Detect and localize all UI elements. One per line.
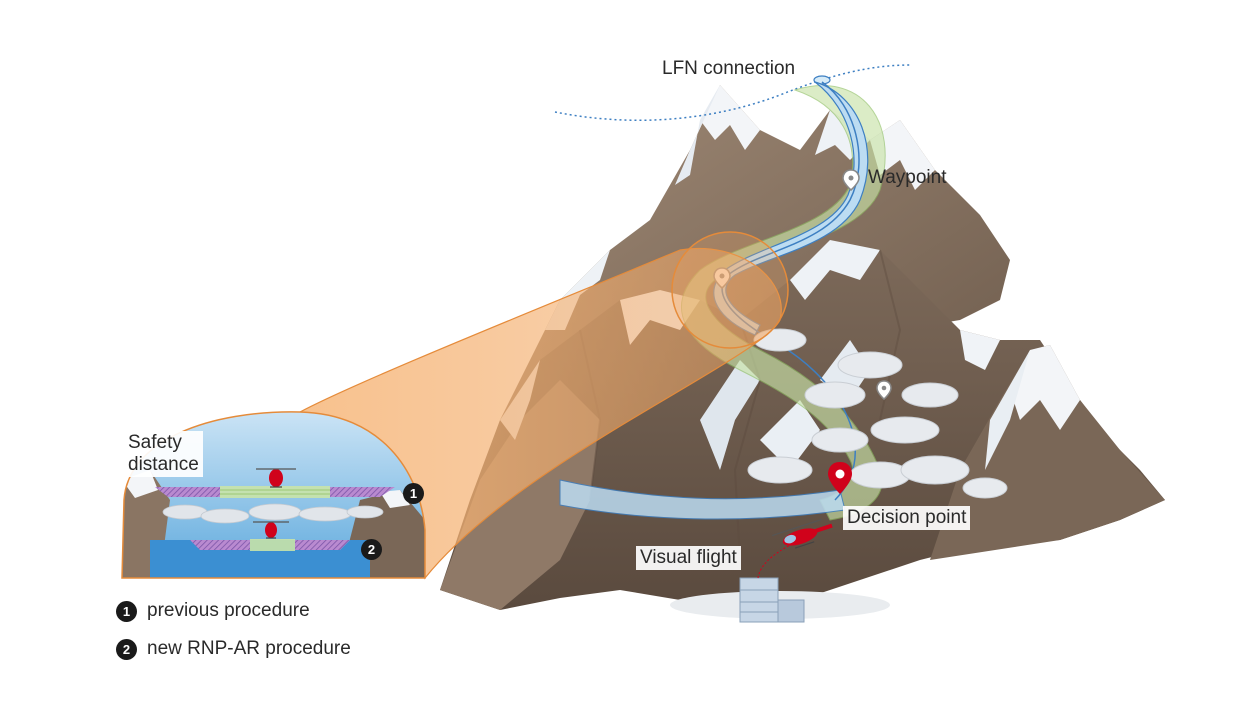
legend-item-previous: 1 previous procedure: [116, 600, 310, 622]
legend-item-new: 2 new RNP-AR procedure: [116, 638, 351, 660]
decision-point-label: Decision point: [843, 506, 971, 530]
marker-new-procedure: 2: [361, 539, 382, 560]
safety-distance-label: Safety distance: [124, 431, 203, 477]
legend-number-2: 2: [116, 638, 137, 660]
lfn-route-line: [554, 64, 911, 121]
safety-label-line2: distance: [128, 454, 199, 475]
visual-flight-path: [757, 544, 791, 579]
waypoint-label: Waypoint: [868, 167, 947, 188]
decision-point-pin: [828, 462, 852, 494]
marker-previous-procedure: 1: [403, 483, 424, 504]
safety-label-line1: Safety: [128, 432, 182, 453]
legend-text-1: previous procedure: [147, 600, 310, 621]
hospital-icon: [670, 577, 890, 623]
legend-number-1: 1: [116, 600, 137, 622]
magnifier-source-circle: [671, 231, 789, 349]
helicopter-icon: [771, 518, 833, 549]
visual-flight-label: Visual flight: [636, 546, 741, 570]
waypoint-pin-1: [842, 169, 860, 191]
lfn-connection-label: LFN connection: [662, 58, 796, 79]
safety-distance-lens: [121, 411, 426, 579]
waypoint-pin-3: [876, 380, 892, 400]
clouds: [747, 328, 1008, 499]
legend-text-2: new RNP-AR procedure: [147, 638, 351, 659]
